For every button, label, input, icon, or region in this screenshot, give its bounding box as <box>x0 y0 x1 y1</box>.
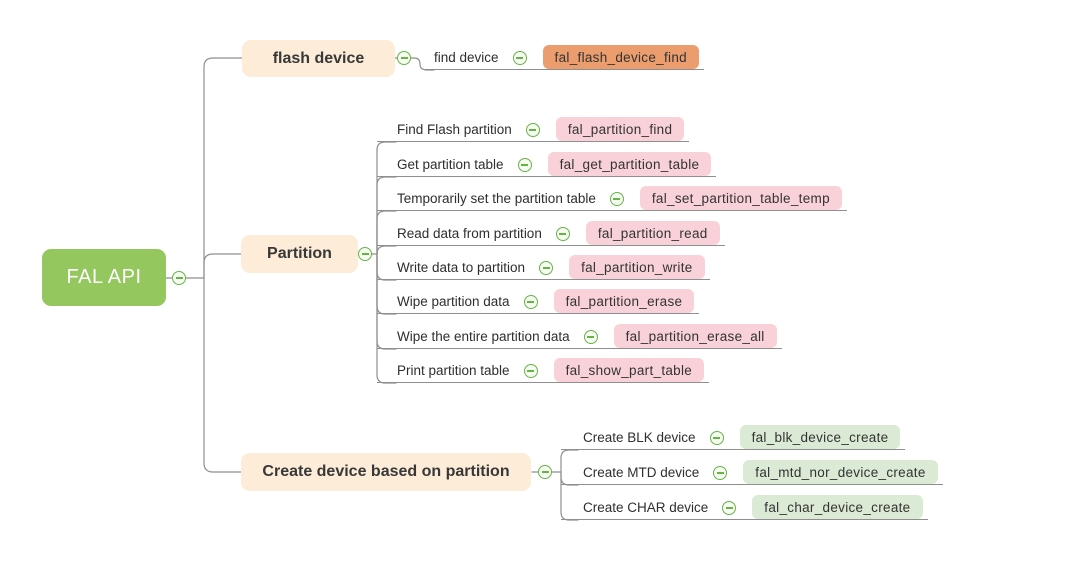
topic-label[interactable]: Create BLK device <box>583 430 696 445</box>
topic-label[interactable]: Create CHAR device <box>583 500 709 515</box>
child-row-get-partition-table: Get partition table fal_get_partition_ta… <box>377 151 717 177</box>
api-code-topic[interactable]: fal_char_device_create <box>752 495 923 519</box>
api-code-topic[interactable]: fal_get_partition_table <box>547 152 712 176</box>
branch-create-device[interactable]: Create device based on partition <box>241 453 531 491</box>
topic-label[interactable]: Wipe the entire partition data <box>397 329 570 344</box>
child-row-wipe-partition-data: Wipe partition data fal_partition_erase <box>377 288 700 314</box>
branch-partition[interactable]: Partition <box>241 235 358 273</box>
topic-label[interactable]: Write data to partition <box>397 260 526 275</box>
collapse-icon[interactable] <box>555 227 570 241</box>
child-row-wipe-entire-partition-data: Wipe the entire partition data fal_parti… <box>377 323 782 349</box>
root-node-fal-api[interactable]: FAL API <box>42 249 166 306</box>
api-code-topic[interactable]: fal_mtd_nor_device_create <box>743 460 938 484</box>
child-row-write-data-to-partition: Write data to partition fal_partition_wr… <box>377 254 710 280</box>
child-row-find-device: find device fal_flash_device_find <box>424 44 704 70</box>
collapse-icon[interactable] <box>713 466 728 480</box>
collapse-icon[interactable] <box>583 330 598 344</box>
topic-label[interactable]: Create MTD device <box>583 465 700 480</box>
collapse-icon[interactable] <box>709 431 724 445</box>
collapse-icon[interactable] <box>172 271 186 285</box>
topic-label[interactable]: Find Flash partition <box>397 122 512 137</box>
collapse-icon[interactable] <box>609 192 624 206</box>
collapse-icon[interactable] <box>523 364 538 378</box>
api-code-topic[interactable]: fal_partition_write <box>569 255 705 279</box>
child-row-read-data-from-partition: Read data from partition fal_partition_r… <box>377 220 725 246</box>
collapse-icon[interactable] <box>512 51 527 65</box>
topic-label[interactable]: find device <box>434 50 499 65</box>
child-row-set-partition-table-temp: Temporarily set the partition table fal_… <box>377 185 847 211</box>
child-row-print-partition-table: Print partition table fal_show_part_tabl… <box>377 357 710 383</box>
api-code-topic[interactable]: fal_partition_erase <box>553 289 695 313</box>
topic-label[interactable]: Print partition table <box>397 363 510 378</box>
topic-label[interactable]: Wipe partition data <box>397 294 510 309</box>
collapse-icon[interactable] <box>397 51 411 65</box>
collapse-icon[interactable] <box>517 158 532 172</box>
collapse-icon[interactable] <box>538 465 552 479</box>
branch-flash-device[interactable]: flash device <box>242 40 395 77</box>
api-code-topic[interactable]: fal_partition_erase_all <box>613 324 777 348</box>
child-row-create-blk-device: Create BLK device fal_blk_device_create <box>561 424 906 450</box>
collapse-icon[interactable] <box>358 247 372 261</box>
collapse-icon[interactable] <box>523 295 538 309</box>
api-code-topic[interactable]: fal_partition_read <box>585 221 720 245</box>
topic-label[interactable]: Read data from partition <box>397 226 542 241</box>
api-code-topic[interactable]: fal_show_part_table <box>553 358 705 382</box>
child-row-create-char-device: Create CHAR device fal_char_device_creat… <box>561 494 928 520</box>
collapse-icon[interactable] <box>539 261 554 275</box>
api-code-topic[interactable]: fal_set_partition_table_temp <box>639 186 842 210</box>
collapse-icon[interactable] <box>525 123 540 137</box>
child-row-create-mtd-device: Create MTD device fal_mtd_nor_device_cre… <box>561 459 943 485</box>
api-code-topic[interactable]: fal_flash_device_find <box>542 45 699 69</box>
topic-label[interactable]: Get partition table <box>397 157 504 172</box>
collapse-icon[interactable] <box>722 501 737 515</box>
api-code-topic[interactable]: fal_partition_find <box>555 117 685 141</box>
child-row-find-flash-partition: Find Flash partition fal_partition_find <box>377 116 690 142</box>
topic-label[interactable]: Temporarily set the partition table <box>397 191 596 206</box>
api-code-topic[interactable]: fal_blk_device_create <box>739 425 901 449</box>
